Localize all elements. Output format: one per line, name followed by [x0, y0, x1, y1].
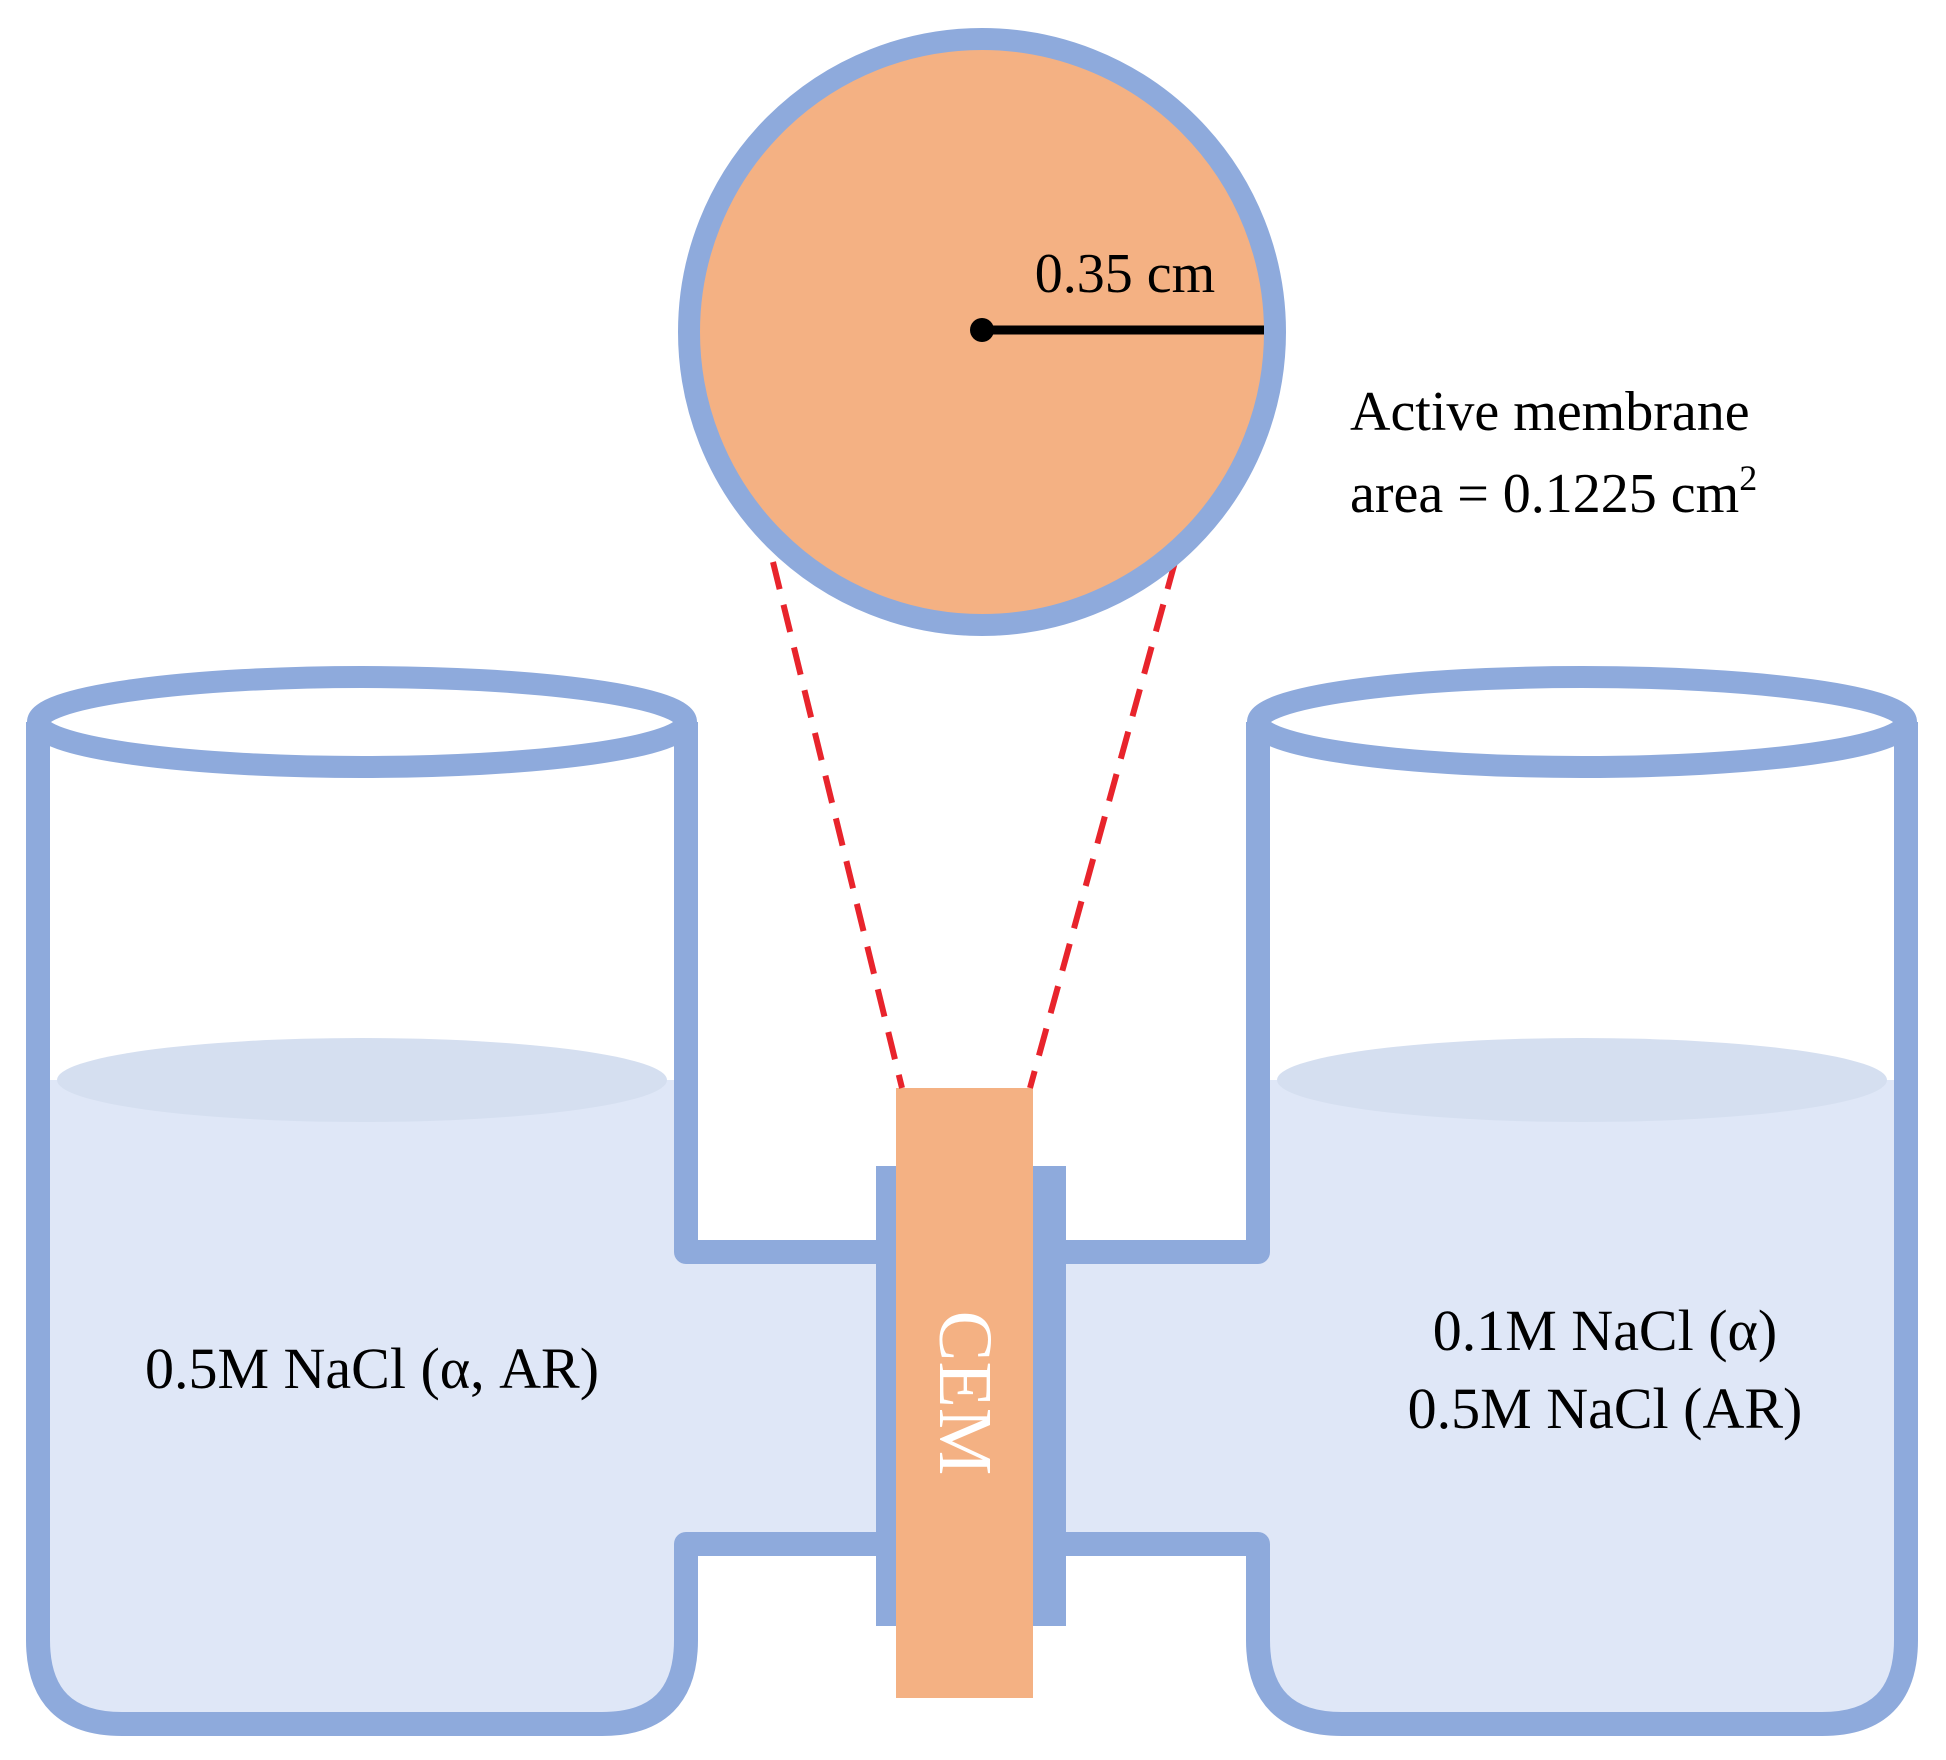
right-beaker-rim [1247, 666, 1917, 778]
zoom-line-right [1027, 561, 1178, 1089]
right-cell-label-line2: 0.5M NaCl (AR) [1408, 1376, 1803, 1441]
right-liquid-surface [1277, 1038, 1887, 1122]
left-beaker-rim [27, 666, 697, 778]
left-cell-label: 0.5M NaCl (α, AR) [145, 1336, 599, 1401]
active-area-superscript: 2 [1739, 458, 1757, 498]
active-area-line1: Active membrane [1350, 381, 1750, 443]
active-area-value: area = 0.1225 cm [1350, 463, 1739, 525]
active-area-line2: area = 0.1225 cm2 [1350, 458, 1757, 525]
center-dot [970, 318, 994, 342]
cem-label: CEM [923, 1311, 1007, 1476]
right-cell-label-line1: 0.1M NaCl (α) [1433, 1298, 1778, 1363]
cem-membrane [896, 1088, 1033, 1698]
zoom-line-left [770, 561, 905, 1089]
radius-label: 0.35 cm [1035, 243, 1215, 305]
left-liquid-surface [57, 1038, 667, 1122]
